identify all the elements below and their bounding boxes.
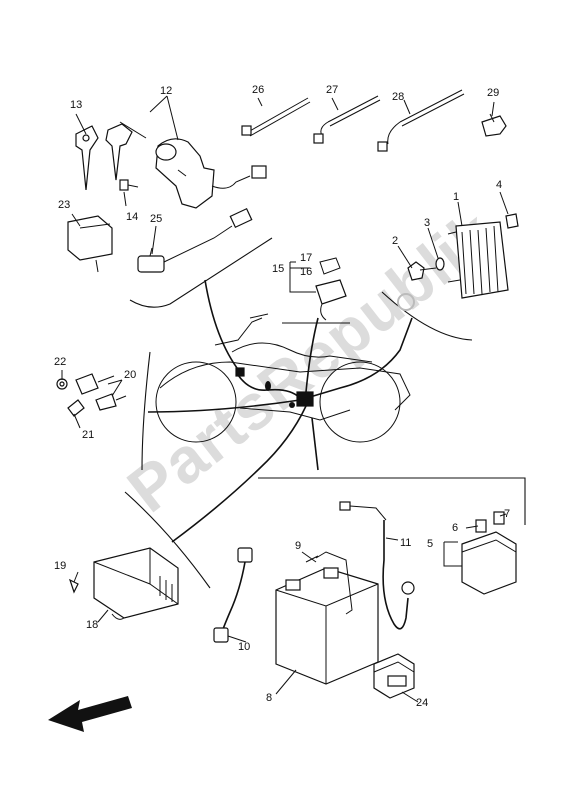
callout-22: 22 xyxy=(54,356,66,368)
callout-6: 6 xyxy=(452,522,458,534)
callout-28: 28 xyxy=(392,91,404,103)
band-part-26 xyxy=(241,97,311,137)
wiring-harness xyxy=(147,279,413,543)
callout-13: 13 xyxy=(70,99,82,111)
callout-19: 19 xyxy=(54,560,66,572)
callout-9: 9 xyxy=(295,540,301,552)
lead-wire-part-25 xyxy=(137,207,253,273)
leader-lines xyxy=(61,95,509,703)
sensor-part-20 xyxy=(75,373,127,411)
callout-12: 12 xyxy=(160,85,172,97)
front-direction-arrow-icon xyxy=(48,696,132,732)
callout-2: 2 xyxy=(392,235,398,247)
callout-numbers: 1 2 3 4 5 6 7 8 9 10 11 12 13 14 15 16 1… xyxy=(54,84,510,709)
screw-part-14 xyxy=(119,179,139,191)
callout-24: 24 xyxy=(416,697,428,709)
plus-lead-part-11 xyxy=(339,501,415,630)
callout-14: 14 xyxy=(126,211,138,223)
callout-3: 3 xyxy=(424,217,430,229)
clip-part-29 xyxy=(481,113,507,137)
bolt-part-2 xyxy=(407,261,437,281)
callout-1: 1 xyxy=(453,191,459,203)
callout-17: 17 xyxy=(300,252,312,264)
starter-relay-part-5 xyxy=(443,511,517,595)
callout-26: 26 xyxy=(252,84,264,96)
callout-23: 23 xyxy=(58,199,70,211)
callout-27: 27 xyxy=(326,84,338,96)
bracket-part-21 xyxy=(67,399,85,417)
callout-16: 16 xyxy=(300,266,312,278)
callout-11: 11 xyxy=(400,537,411,549)
callout-25: 25 xyxy=(150,213,162,225)
key-set-part-13 xyxy=(75,121,147,191)
rectifier-regulator-part-1 xyxy=(447,221,509,299)
callout-15: 15 xyxy=(272,263,284,275)
cdi-unit-part-18 xyxy=(93,547,179,620)
main-switch-part-12 xyxy=(155,138,267,209)
callout-8: 8 xyxy=(266,692,272,704)
callout-20: 20 xyxy=(124,369,136,381)
callout-4: 4 xyxy=(496,179,502,191)
band-part-27 xyxy=(313,95,381,144)
callout-21: 21 xyxy=(82,429,94,441)
connector-part-15 xyxy=(289,257,347,321)
relay-part-24 xyxy=(373,653,415,699)
washer-part-22 xyxy=(56,378,68,390)
callout-7: 7 xyxy=(504,508,510,520)
washer-part-3 xyxy=(435,257,445,271)
callout-18: 18 xyxy=(86,619,98,631)
battery-part-8 xyxy=(275,567,379,685)
band-part-28 xyxy=(377,89,465,152)
callout-5: 5 xyxy=(427,538,433,550)
relay-part-23 xyxy=(67,215,113,273)
callout-10: 10 xyxy=(238,641,250,653)
callout-29: 29 xyxy=(487,87,499,99)
clip-part-4 xyxy=(505,213,519,229)
watermark: PartsRepublik xyxy=(114,196,508,526)
gear-icon xyxy=(397,293,415,311)
section-separators xyxy=(124,237,526,589)
minus-lead-part-10 xyxy=(213,547,253,643)
